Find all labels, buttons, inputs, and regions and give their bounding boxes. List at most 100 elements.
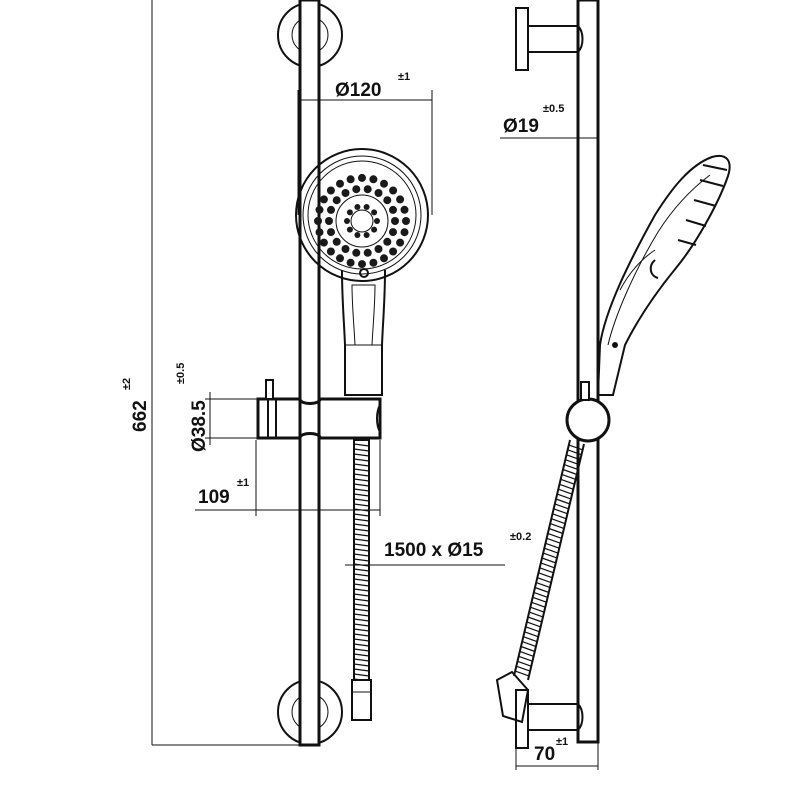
hose-coil (353, 643, 370, 647)
hose-coils (353, 443, 370, 682)
slider-diameter-label: Ø38.5 (189, 400, 210, 452)
hose-label: 1500 x Ø15 (384, 540, 484, 561)
hose-side-coil (565, 459, 580, 466)
wall-projection-label: 70 (534, 744, 555, 765)
spray-nozzle (374, 218, 380, 224)
spray-nozzle (346, 226, 353, 233)
hose-coil (353, 523, 370, 527)
spray-nozzle (315, 205, 324, 214)
spray-nozzle (389, 205, 397, 214)
hose-side-coil (525, 626, 540, 633)
hose-tolerance: ±0.2 (510, 531, 531, 543)
spray-nozzle (332, 196, 341, 205)
hose-coil (353, 553, 370, 557)
hose-side-coil (547, 532, 563, 539)
hose-coil (353, 638, 370, 642)
spray-nozzle (374, 189, 383, 197)
hose-coil (353, 613, 370, 617)
hose-front (351, 439, 372, 721)
hose-side-coil (521, 641, 537, 648)
spray-nozzle (363, 232, 370, 238)
spray-nozzle (369, 258, 378, 267)
spray-nozzle (346, 209, 353, 216)
hose-side-coil (553, 508, 568, 515)
spray-nozzle (389, 247, 398, 256)
hose-coil (353, 618, 370, 622)
hose-coil (353, 538, 370, 542)
hose-side-coil (559, 483, 574, 490)
dimension-overall-height: 662 ±2 (121, 0, 318, 746)
side-spray-face (677, 164, 728, 246)
hose-side-coil (561, 473, 577, 480)
spray-nozzle (327, 228, 335, 237)
spray-nozzle (358, 260, 366, 269)
dimension-rail-diameter: Ø19 ±0.5 (500, 103, 598, 139)
spray-nozzle (374, 245, 383, 253)
spray-nozzle (327, 205, 335, 214)
hose-coil (353, 543, 370, 547)
hose-coil (353, 473, 370, 477)
spray-nozzle (315, 228, 324, 237)
hose-coil (353, 558, 370, 562)
hose-coil (353, 488, 370, 492)
spray-nozzle (336, 179, 344, 188)
hose-side-coil (555, 498, 571, 505)
hose-side-coil (523, 636, 538, 643)
hose-coil (353, 483, 370, 487)
hose-side-coil (544, 547, 559, 554)
hose-coil (353, 568, 370, 572)
spray-nozzle (332, 237, 341, 246)
spray-nozzle (371, 226, 378, 233)
spray-nozzle (319, 238, 328, 247)
hose-side-coil (562, 468, 578, 476)
hose-coil (353, 493, 370, 497)
top-wall-bracket-side (515, 7, 584, 71)
hand-shower-side (596, 155, 731, 396)
hose-coil (353, 573, 370, 577)
hose-side-coil (538, 572, 553, 579)
spray-nozzle (396, 195, 405, 204)
hose-coil (353, 533, 370, 537)
hose-side-coil (541, 557, 557, 564)
dimension-slider-offset: 109 ±1 (195, 440, 381, 516)
spray-nozzle (354, 232, 361, 238)
hose-coil (353, 518, 370, 522)
hose-side-coil (516, 665, 531, 672)
hose-coil (353, 603, 370, 607)
hose-side-coil (535, 582, 551, 589)
hose-coil (353, 498, 370, 502)
hose-coil (353, 588, 370, 592)
wall-projection-tolerance: ±1 (556, 736, 568, 748)
slider-diameter-tolerance: ±0.5 (175, 363, 187, 384)
hose-coil (353, 608, 370, 612)
hose-side-coil (526, 621, 542, 628)
hose-side-coil (533, 591, 549, 598)
hose-side-coil (539, 567, 554, 574)
hose-side-coil (552, 513, 567, 520)
hose-coil (353, 458, 370, 462)
spray-nozzle (363, 248, 372, 257)
slider-offset-label: 109 (198, 487, 230, 508)
spray-nozzle (396, 238, 405, 247)
hose-side-coil (548, 527, 564, 535)
hose-coil (353, 628, 370, 632)
spray-nozzle (358, 173, 366, 182)
hose-side-coil (527, 616, 543, 623)
spray-nozzle (344, 218, 350, 224)
spray-nozzle (391, 217, 399, 225)
dimension-wall-projection: 70 ±1 (515, 736, 599, 770)
hose-side-coil (524, 631, 539, 638)
spray-nozzle (389, 228, 397, 237)
hose-coil (353, 578, 370, 582)
bottom-wall-bracket-side (495, 670, 584, 749)
hose-side-coil (520, 645, 536, 653)
rail-side (576, 0, 600, 744)
hose-side-coil (530, 606, 545, 613)
spray-nozzle (363, 185, 372, 194)
spray-nozzle (389, 186, 398, 195)
spray-nozzle (363, 204, 370, 210)
spray-nozzles (314, 173, 410, 269)
head-diameter-label: Ø120 (335, 80, 381, 101)
hose-side-coil (556, 493, 572, 500)
